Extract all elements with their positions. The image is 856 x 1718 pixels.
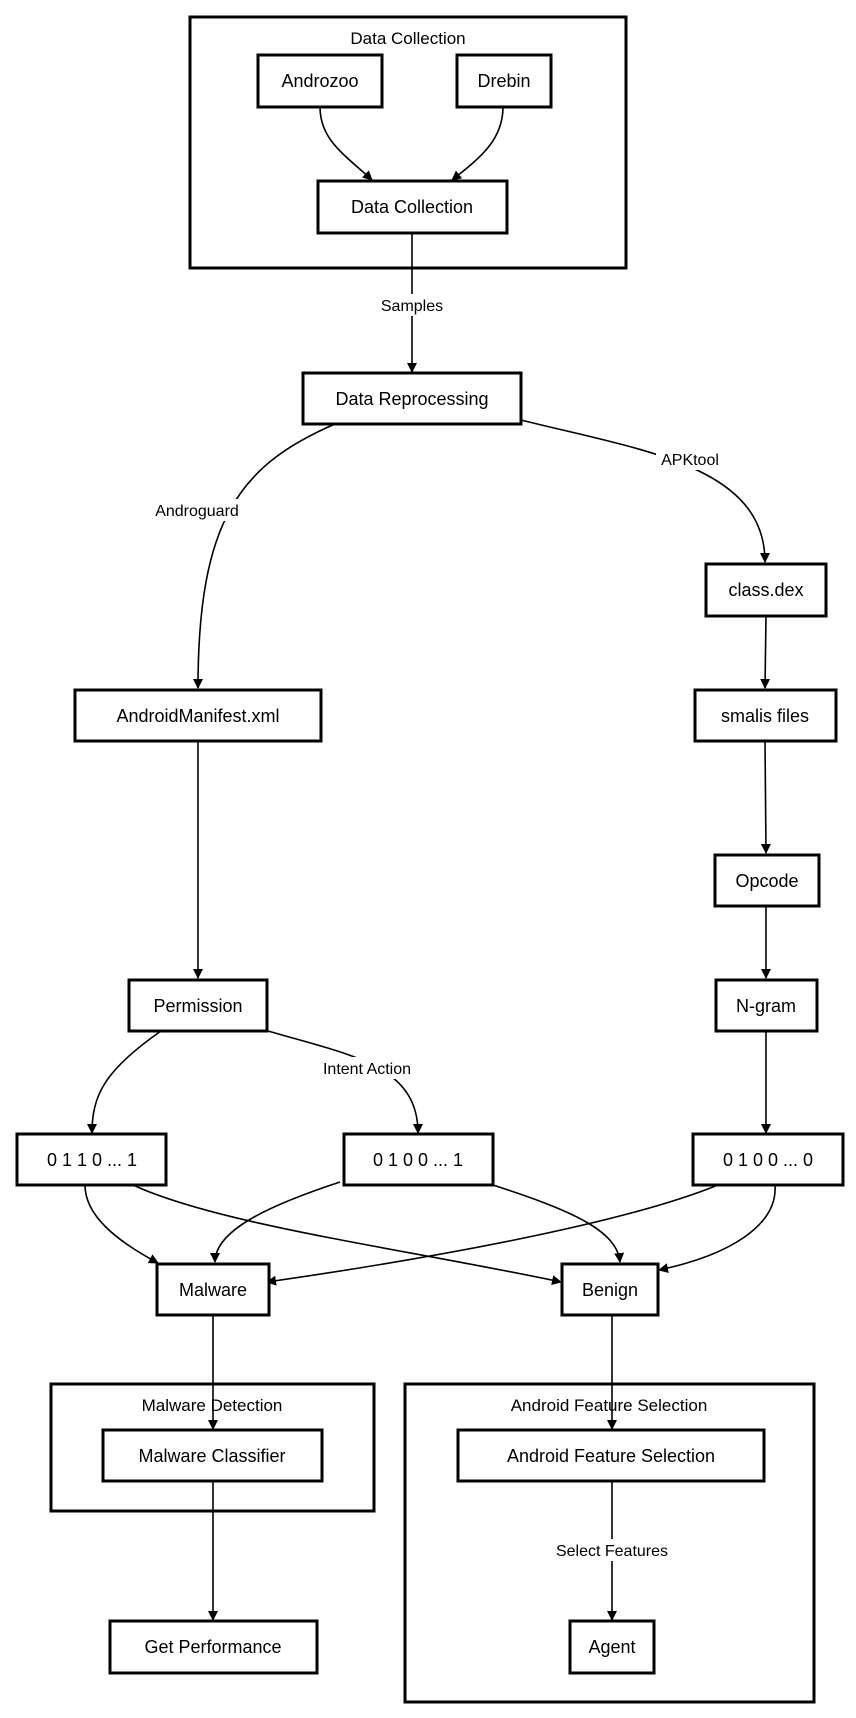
svg-text:Get Performance: Get Performance: [144, 1637, 281, 1657]
node-androzoo: Androzoo: [256, 53, 384, 109]
svg-text:Malware: Malware: [179, 1280, 247, 1300]
nodes: Androzoo Drebin Data Collection Data Rep…: [15, 53, 845, 1675]
node-class-dex: class.dex: [704, 562, 828, 618]
node-vector-intent: 0 1 0 0 ... 1: [342, 1132, 495, 1187]
node-data-collection: Data Collection: [316, 179, 509, 235]
svg-text:AndroidManifest.xml: AndroidManifest.xml: [116, 706, 279, 726]
edge-vec-intent-malware: [210, 1181, 341, 1263]
edge-androzoo-data-collection: [319, 106, 373, 181]
svg-text:Androzoo: Androzoo: [281, 71, 358, 91]
cluster-data-collection-label: Data Collection: [350, 29, 465, 48]
node-benign: Benign: [560, 1262, 660, 1317]
edge-permission-vec-perm: [87, 1030, 162, 1134]
edge-label-androguard: Androguard: [155, 503, 239, 520]
node-vector-permission: 0 1 1 0 ... 1: [15, 1132, 168, 1187]
svg-text:smalis files: smalis files: [721, 706, 809, 726]
edge-androguard: [193, 423, 336, 689]
node-get-performance: Get Performance: [108, 1619, 319, 1675]
edge-vec-perm-malware: [84, 1184, 159, 1264]
node-drebin: Drebin: [455, 53, 553, 109]
edge-classdex-smalis: [760, 615, 771, 689]
edge-drebin-data-collection: [451, 106, 504, 181]
edge-intent-action: [267, 1030, 423, 1134]
node-ngram: N-gram: [714, 978, 819, 1033]
svg-text:Agent: Agent: [588, 1637, 635, 1657]
svg-text:Drebin: Drebin: [477, 71, 530, 91]
svg-text:Android Feature Selection: Android Feature Selection: [507, 1446, 715, 1466]
node-agent: Agent: [568, 1619, 656, 1675]
node-malware-classifier: Malware Classifier: [101, 1428, 324, 1483]
node-vector-ngram: 0 1 0 0 ... 0: [691, 1132, 845, 1187]
edge-labels: Samples Androguard APKtool Intent Action…: [150, 294, 724, 1561]
edge-smalis-opcode: [760, 740, 771, 854]
cluster-data-collection: Data Collection: [188, 15, 628, 270]
svg-text:Malware Classifier: Malware Classifier: [138, 1446, 285, 1466]
edge-vec-perm-benign: [132, 1184, 562, 1286]
svg-text:Opcode: Opcode: [735, 871, 798, 891]
edge-vec-ngram-benign: [658, 1184, 776, 1274]
edge-label-select-features: Select Features: [556, 1543, 668, 1560]
cluster-feature-selection: Android Feature Selection: [403, 1382, 816, 1704]
node-data-reprocessing: Data Reprocessing: [301, 371, 523, 426]
edge-apktool: [520, 419, 770, 563]
edge-label-samples: Samples: [381, 298, 443, 315]
edge-label-apktool: APKtool: [661, 452, 719, 469]
edge-vec-intent-benign: [492, 1184, 625, 1263]
cluster-malware-detection-label: Malware Detection: [142, 1396, 283, 1415]
node-opcode: Opcode: [713, 853, 821, 908]
edge-label-intent-action: Intent Action: [323, 1061, 411, 1078]
svg-text:0 1 0 0 ... 0: 0 1 0 0 ... 0: [723, 1150, 813, 1170]
svg-text:class.dex: class.dex: [728, 580, 803, 600]
node-android-feature-selection: Android Feature Selection: [456, 1428, 766, 1483]
svg-text:0 1 1 0 ... 1: 0 1 1 0 ... 1: [47, 1150, 137, 1170]
node-android-manifest: AndroidManifest.xml: [73, 688, 323, 743]
edges: [84, 106, 776, 1621]
svg-text:N-gram: N-gram: [736, 996, 796, 1016]
svg-text:Data Collection: Data Collection: [351, 197, 473, 217]
node-permission: Permission: [127, 978, 269, 1033]
cluster-feature-selection-label: Android Feature Selection: [511, 1396, 708, 1415]
edge-vec-ngram-malware: [266, 1184, 719, 1286]
node-malware: Malware: [155, 1262, 271, 1317]
svg-text:0 1 0 0 ... 1: 0 1 0 0 ... 1: [373, 1150, 463, 1170]
svg-text:Permission: Permission: [153, 996, 242, 1016]
node-smalis-files: smalis files: [693, 688, 838, 743]
svg-text:Benign: Benign: [582, 1280, 638, 1300]
svg-text:Data Reprocessing: Data Reprocessing: [335, 389, 488, 409]
